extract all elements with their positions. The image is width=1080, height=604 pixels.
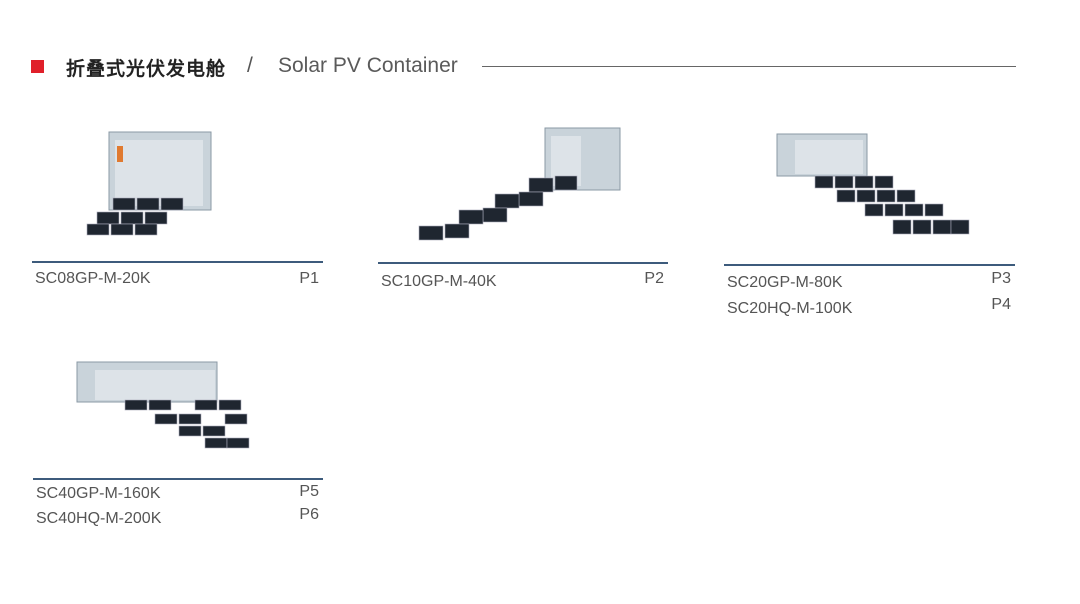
product-image-sc08 bbox=[86, 131, 212, 236]
card-divider bbox=[32, 261, 323, 263]
card-divider bbox=[33, 478, 323, 480]
page-ref[interactable]: P4 bbox=[991, 296, 1011, 313]
title-english: Solar PV Container bbox=[278, 54, 458, 77]
product-image-sc20 bbox=[776, 133, 970, 235]
model-name[interactable]: SC40GP-M-160K bbox=[36, 485, 161, 502]
page-ref[interactable]: P6 bbox=[299, 506, 319, 523]
page-ref[interactable]: P5 bbox=[299, 483, 319, 500]
product-image-sc10 bbox=[418, 127, 621, 241]
model-name[interactable]: SC20GP-M-80K bbox=[727, 274, 843, 291]
header-divider bbox=[482, 66, 1016, 67]
red-square-marker bbox=[31, 60, 44, 73]
model-name[interactable]: SC08GP-M-20K bbox=[35, 270, 151, 287]
page-ref[interactable]: P3 bbox=[991, 270, 1011, 287]
title-separator: / bbox=[247, 54, 253, 77]
page-ref[interactable]: P1 bbox=[299, 270, 319, 287]
model-name[interactable]: SC20HQ-M-100K bbox=[727, 300, 853, 317]
title-chinese: 折叠式光伏发电舱 bbox=[66, 59, 227, 80]
model-name[interactable]: SC10GP-M-40K bbox=[381, 273, 497, 290]
product-image-sc40 bbox=[76, 361, 250, 449]
model-name[interactable]: SC40HQ-M-200K bbox=[36, 510, 162, 527]
page-ref[interactable]: P2 bbox=[644, 270, 664, 287]
card-divider bbox=[724, 264, 1015, 266]
card-divider bbox=[378, 262, 668, 264]
